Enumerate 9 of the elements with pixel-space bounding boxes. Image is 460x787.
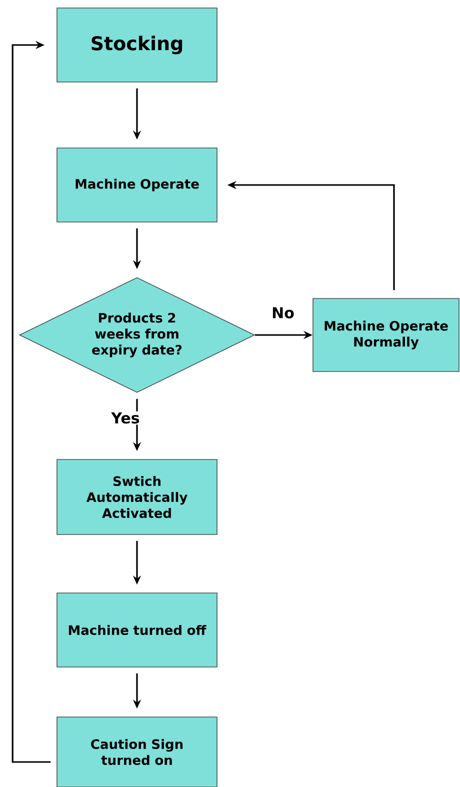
process-box: Machine Operate Normally [312,298,460,372]
edge-label: No [270,306,296,320]
process-box: Caution Sign turned on [56,716,218,787]
arrow [12,40,51,763]
process-box: Machine turned off [56,592,218,668]
process-box: Swtich Automatically Activated [56,459,218,535]
process-box: Machine Operate [56,148,218,222]
edge-label: Yes [110,411,141,425]
process-box: Stocking [56,8,218,82]
